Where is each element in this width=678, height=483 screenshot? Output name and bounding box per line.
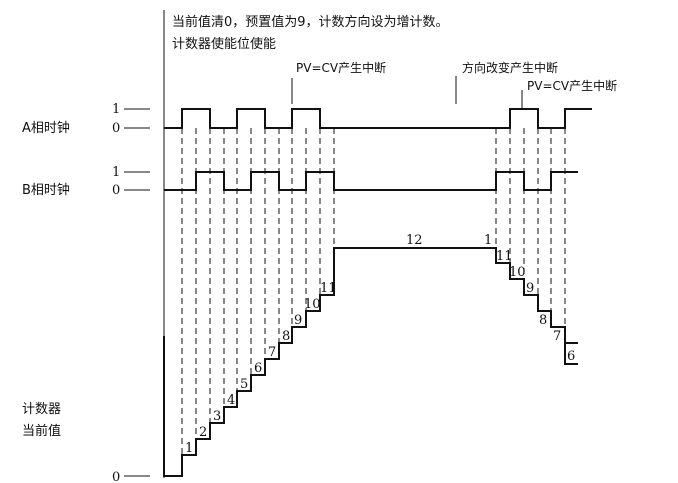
annotation-pv-cv-2: PV=CV产生中断 (527, 78, 617, 93)
count-label: 6 (254, 361, 262, 376)
count-label: 9 (294, 313, 302, 328)
counter-staircase (163, 247, 578, 477)
a-phase-waveform (164, 108, 592, 129)
count-label: 10 (509, 265, 526, 280)
counter-label-line1: 计数器 (22, 402, 61, 417)
count-label: 1 (185, 441, 193, 456)
count-label: 7 (268, 345, 276, 360)
count-down-labels: 1 11 10 9 8 7 6 (484, 233, 575, 364)
count-label: 2 (199, 425, 207, 440)
annotation-pv-cv-1: PV=CV产生中断 (296, 60, 386, 75)
count-label: 7 (553, 329, 561, 344)
counter-label-line2: 当前值 (22, 423, 61, 439)
b-level-low: 0 (112, 183, 120, 198)
annotation-clear-preset: 当前值清0，预置值为9，计数方向设为增计数。 (172, 14, 449, 30)
count-label: 11 (496, 249, 513, 264)
count-peak-label: 12 (406, 233, 423, 248)
annotation-enable: 计数器使能位使能 (172, 36, 276, 52)
counter-zero-level: 0 (112, 470, 120, 483)
count-up-labels: 1 2 3 4 5 6 7 8 9 10 11 (185, 281, 337, 456)
count-label: 10 (304, 297, 321, 312)
edge-guides (181, 128, 566, 455)
a-phase-label: A相时钟 (22, 120, 70, 136)
b-level-high: 1 (112, 165, 120, 180)
count-label: 6 (567, 349, 575, 364)
counter-staircase-end (564, 343, 578, 365)
count-label: 5 (240, 377, 248, 392)
count-label: 1 (484, 233, 492, 248)
annotation-direction-change: 方向改变产生中断 (462, 60, 558, 75)
count-label: 3 (213, 409, 221, 424)
a-level-high: 1 (112, 102, 120, 117)
count-label: 4 (227, 393, 235, 408)
count-label: 8 (539, 313, 547, 328)
b-phase-label: B相时钟 (22, 182, 70, 198)
b-phase-waveform (164, 171, 578, 191)
count-label: 9 (526, 281, 534, 296)
count-label: 11 (320, 281, 337, 296)
a-level-low: 0 (112, 121, 120, 136)
count-label: 8 (282, 329, 290, 344)
